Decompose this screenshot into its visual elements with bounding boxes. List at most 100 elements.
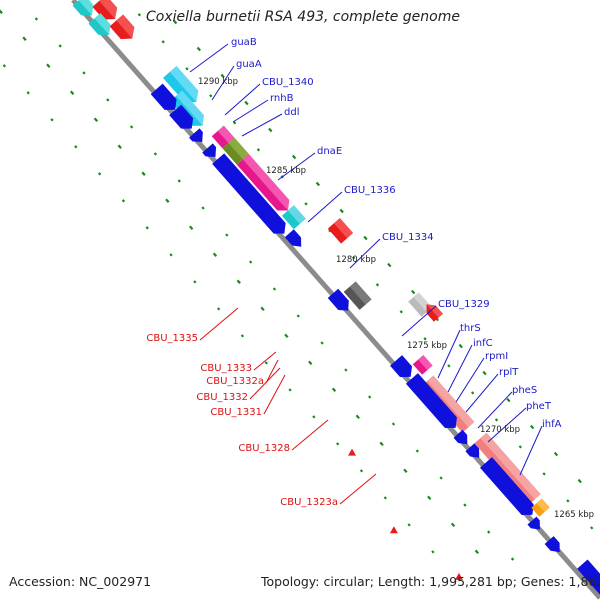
tick-dot	[344, 368, 348, 372]
tick-dot	[510, 557, 515, 561]
feature-pheS-shade	[480, 432, 541, 500]
tick-dot	[177, 179, 181, 183]
feature-red-top-shade	[99, 0, 118, 19]
feature-dnaE-blue	[212, 153, 286, 234]
gene-label-cbu_1329: CBU_1329	[438, 299, 490, 310]
leader-line-guaa	[211, 65, 235, 101]
feature-infC	[405, 373, 457, 428]
tick-dot	[447, 364, 451, 368]
feature-small-1	[202, 143, 217, 158]
tick-dot	[506, 397, 511, 403]
feature-gray-shade	[349, 281, 372, 305]
gene-label-rpmi: rpmI	[485, 351, 508, 362]
gene-label-guab: guaB	[231, 37, 257, 48]
tick-dot	[530, 424, 535, 430]
tick-dot	[339, 208, 344, 214]
tick-dot	[264, 361, 268, 365]
tick-dot	[312, 415, 316, 419]
label-leaders	[189, 43, 543, 505]
tick-dot	[236, 279, 241, 285]
leader-line-cbu_1332	[249, 367, 281, 400]
tick-dot	[34, 17, 39, 21]
tick-dot	[463, 503, 467, 507]
tick-dot	[196, 46, 202, 52]
feature-pink-2-shade	[418, 355, 433, 371]
kbp-marker: 1290 kbp	[198, 77, 238, 87]
gene-label-cbu_1334: CBU_1334	[382, 232, 434, 243]
leader-line-ddl	[241, 113, 283, 137]
feature-dnaE-shade	[242, 154, 290, 211]
tick-dot	[193, 280, 197, 284]
leader-line-cbu_1323a	[339, 473, 377, 505]
tick-dot	[518, 445, 522, 449]
tick-dot	[403, 468, 408, 474]
gene-label-phes: pheS	[512, 385, 537, 396]
feature-cbu1334	[327, 288, 349, 311]
tick-dot	[137, 13, 142, 17]
tick-dot	[172, 19, 178, 25]
gene-label-cbu_1335: CBU_1335	[146, 333, 198, 344]
gene-label-cbu_1333: CBU_1333	[200, 363, 252, 374]
feature-red-mid-shade	[333, 218, 354, 239]
tick-dot	[308, 360, 313, 366]
tick-dot	[427, 495, 432, 501]
tick-dot	[431, 550, 435, 554]
tick-dot	[69, 90, 75, 95]
tick-dot	[93, 117, 99, 122]
tick-dot	[399, 310, 403, 314]
tick-dot	[379, 441, 384, 447]
tick-dot	[553, 451, 559, 457]
gene-label-cbu_1332a: CBU_1332a	[206, 376, 264, 387]
leader-line-cbu_1328	[291, 419, 329, 451]
feature-red-marker	[389, 526, 398, 534]
feature-red-marker	[348, 448, 357, 456]
tick-dot	[268, 127, 273, 133]
tick-dot	[383, 496, 387, 500]
tick-dot	[450, 522, 456, 528]
feature-cbu1336	[284, 229, 302, 247]
leader-line-cbu_1331	[263, 374, 286, 415]
tick-dot	[296, 314, 300, 318]
gene-label-cbu_1328: CBU_1328	[238, 443, 290, 454]
leader-line-infc	[447, 344, 473, 393]
tick-dot	[304, 202, 308, 206]
tick-dot	[482, 370, 487, 376]
feature-ddl	[189, 128, 203, 143]
tick-dot	[291, 154, 297, 160]
feature-guaB-shade	[169, 66, 199, 102]
tick-dot	[487, 530, 491, 534]
tick-dot	[260, 306, 265, 312]
tick-dot	[129, 125, 134, 129]
tick-dot	[471, 391, 475, 395]
gene-label-infc: infC	[473, 338, 493, 349]
tick-dot	[165, 198, 170, 204]
tick-dot	[387, 262, 392, 268]
feature-cyan-mid-shade	[287, 205, 306, 224]
feature-olive-shade	[228, 137, 249, 160]
tick-dot	[74, 145, 78, 149]
tick-dot	[355, 414, 360, 420]
tick-dot	[201, 206, 205, 210]
feature-end	[577, 559, 600, 595]
feature-red-top-2-shade	[116, 14, 135, 39]
feature-cbu1329	[390, 355, 412, 377]
tick-dot	[141, 171, 146, 176]
gene-label-rnhb: rnhB	[270, 93, 294, 104]
tick-dot	[315, 181, 321, 187]
gene-label-cbu_1331: CBU_1331	[210, 407, 262, 418]
feature-cyan-top-shade	[78, 0, 94, 16]
tick-dot	[22, 36, 27, 41]
leader-line-cbu_1332a	[265, 359, 279, 384]
tick-dot	[439, 476, 443, 480]
tick-dot	[82, 71, 86, 75]
page-title: Coxiella burnetii RSA 493, complete geno…	[146, 9, 460, 25]
tick-dot	[153, 152, 158, 156]
feature-cyan-top-2-shade	[94, 13, 111, 35]
gene-label-thrs: thrS	[460, 323, 481, 334]
gene-label-cbu_1336: CBU_1336	[344, 185, 396, 196]
leader-line-cbu_1334	[349, 238, 381, 269]
tick-dot	[410, 289, 416, 295]
kbp-marker: 1280 kbp	[336, 255, 376, 265]
